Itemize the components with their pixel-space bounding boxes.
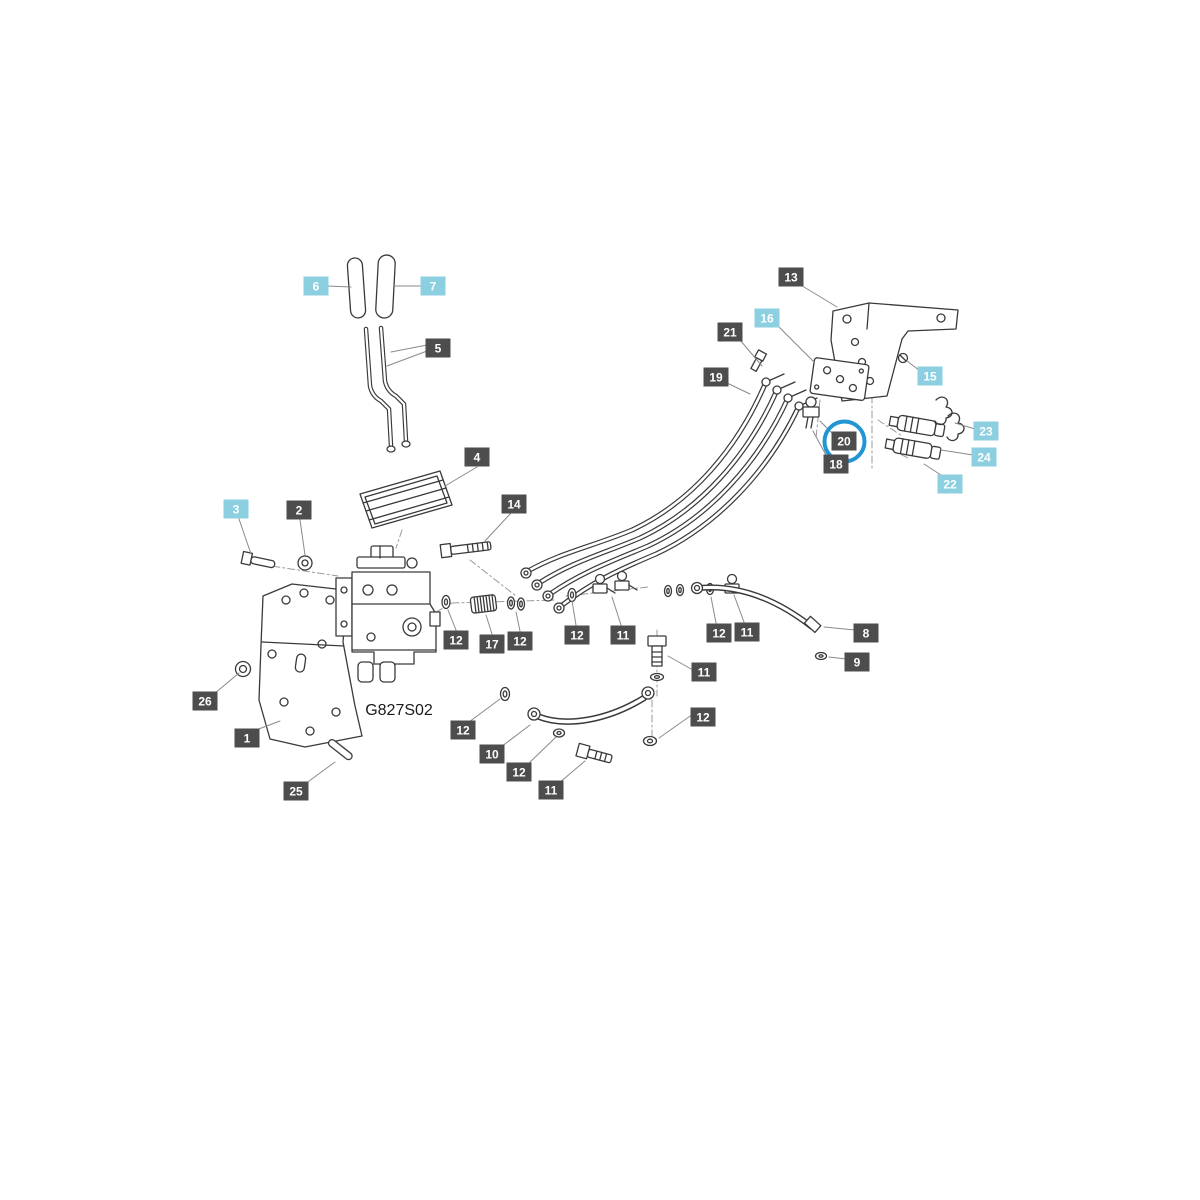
part-label-3[interactable]: 3	[223, 499, 249, 519]
quick-couplers	[884, 414, 946, 460]
part-label-2[interactable]: 2	[286, 500, 312, 520]
part-label-12[interactable]: 12	[506, 762, 532, 782]
part-label-13[interactable]: 13	[778, 267, 804, 287]
part-label-11[interactable]: 11	[691, 662, 717, 682]
part-label-15[interactable]: 15	[917, 366, 943, 386]
part-label-4[interactable]: 4	[464, 447, 490, 467]
part-label-6[interactable]: 6	[303, 276, 329, 296]
pin-25	[327, 738, 353, 761]
part-label-12[interactable]: 12	[706, 623, 732, 643]
hydraulic-pipes	[520, 373, 818, 614]
part-code: G827S02	[365, 702, 433, 719]
fittings-chain	[441, 570, 749, 614]
washer-9	[814, 651, 828, 661]
part-label-12[interactable]: 12	[443, 630, 469, 650]
elbow-fitting	[802, 396, 820, 429]
part-label-17[interactable]: 17	[479, 634, 505, 654]
grip-pad	[359, 470, 453, 529]
part-label-9[interactable]: 9	[844, 652, 870, 672]
part-label-5[interactable]: 5	[425, 338, 451, 358]
bolt-14	[439, 541, 492, 559]
hose-10	[499, 686, 658, 764]
part-label-12[interactable]: 12	[450, 720, 476, 740]
part-label-1[interactable]: 1	[234, 728, 260, 748]
part-label-20[interactable]: 20	[831, 431, 857, 451]
bolt-3	[240, 550, 276, 569]
part-label-7[interactable]: 7	[420, 276, 446, 296]
lever-knobs	[346, 254, 396, 319]
spacer-2	[297, 555, 313, 571]
part-label-12[interactable]: 12	[690, 707, 716, 727]
part-label-12[interactable]: 12	[564, 625, 590, 645]
leader-lines	[213, 283, 976, 785]
part-label-18[interactable]: 18	[823, 454, 849, 474]
part-label-26[interactable]: 26	[192, 691, 218, 711]
part-label-11[interactable]: 11	[734, 622, 760, 642]
hose-8	[690, 581, 822, 634]
part-label-14[interactable]: 14	[501, 494, 527, 514]
part-label-10[interactable]: 10	[479, 744, 505, 764]
part-label-23[interactable]: 23	[973, 421, 999, 441]
valve-assembly	[335, 545, 441, 683]
banjo-bolt-11	[647, 635, 667, 682]
part-label-12[interactable]: 12	[507, 631, 533, 651]
control-rods	[363, 325, 411, 453]
part-label-25[interactable]: 25	[283, 781, 309, 801]
construction-lines	[257, 335, 911, 737]
coupler-clips	[934, 396, 965, 442]
part-label-16[interactable]: 16	[754, 308, 780, 328]
banjo-bolt-top	[750, 349, 768, 372]
part-label-22[interactable]: 22	[937, 474, 963, 494]
part-label-8[interactable]: 8	[853, 623, 879, 643]
part-label-24[interactable]: 24	[971, 447, 997, 467]
part-label-11[interactable]: 11	[538, 780, 564, 800]
part-label-11[interactable]: 11	[610, 625, 636, 645]
manifold-plate	[809, 357, 870, 401]
part-label-19[interactable]: 19	[703, 367, 729, 387]
part-label-21[interactable]: 21	[717, 322, 743, 342]
screw-15	[897, 352, 909, 364]
